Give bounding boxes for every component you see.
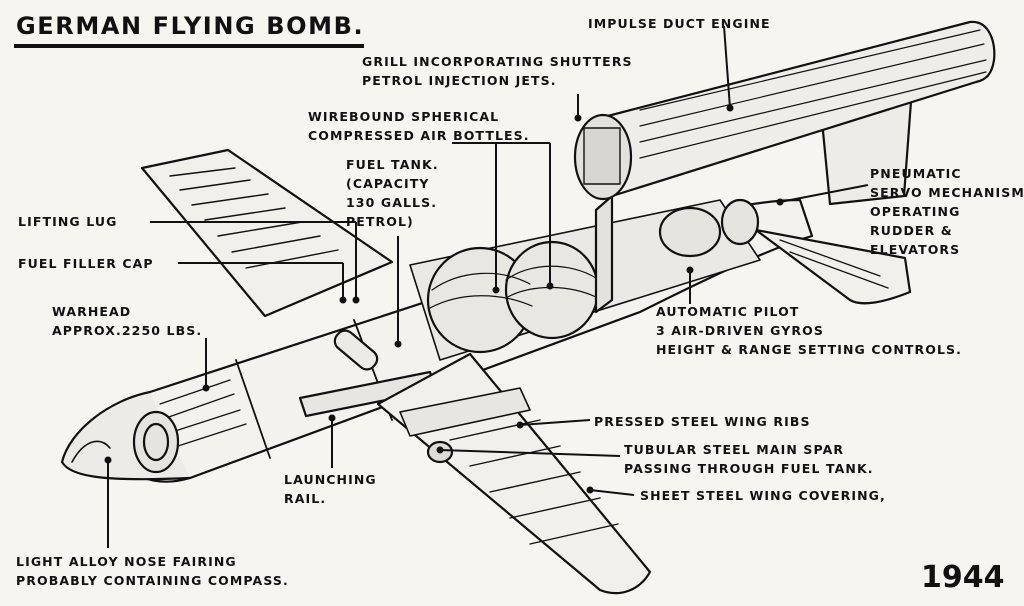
label-warhead: WARHEAD APPROX.2250 LBS. <box>52 304 203 338</box>
engine-pylon <box>594 194 614 314</box>
label-wing-covering: SHEET STEEL WING COVERING, <box>640 488 886 503</box>
label-main-spar: TUBULAR STEEL MAIN SPAR PASSING THROUGH … <box>624 442 874 476</box>
title-underline <box>14 44 364 48</box>
label-wing-ribs: PRESSED STEEL WING RIBS <box>594 414 811 429</box>
leader-lines <box>107 25 869 548</box>
year-label: 1944 <box>921 560 1005 595</box>
left-wing-hatching <box>169 167 339 269</box>
label-nose-fairing: LIGHT ALLOY NOSE FAIRING PROBABLY CONTAI… <box>16 554 289 588</box>
label-pneumatic-servo: PNEUMATIC SERVO MECHANISM OPERATING RUDD… <box>870 166 1024 257</box>
label-launching-rail: LAUNCHING RAIL. <box>284 472 377 506</box>
label-impulse-duct-engine: IMPULSE DUCT ENGINE <box>588 16 771 31</box>
leader-dots <box>104 104 784 494</box>
fuel-filler-tube <box>333 329 379 371</box>
left-wing <box>140 148 394 318</box>
label-fuel-filler-cap: FUEL FILLER CAP <box>18 256 154 271</box>
label-lifting-lug: LIFTING LUG <box>18 214 118 229</box>
compass-housing <box>132 410 180 474</box>
label-automatic-pilot: AUTOMATIC PILOT 3 AIR-DRIVEN GYROS HEIGH… <box>656 304 962 357</box>
right-wing-hatching <box>449 419 619 545</box>
diagram-title: GERMAN FLYING BOMB. <box>16 12 365 40</box>
label-air-bottles: WIREBOUND SPHERICAL COMPRESSED AIR BOTTL… <box>308 109 530 143</box>
autopilot-gyros <box>658 206 722 258</box>
warhead-hatching <box>159 379 247 447</box>
tail-plane <box>754 228 912 305</box>
label-fuel-tank: FUEL TANK. (CAPACITY 130 GALLS. PETROL) <box>346 157 439 229</box>
label-grill-shutters: GRILL INCORPORATING SHUTTERS PETROL INJE… <box>362 54 633 88</box>
air-bottle-right <box>504 240 600 340</box>
